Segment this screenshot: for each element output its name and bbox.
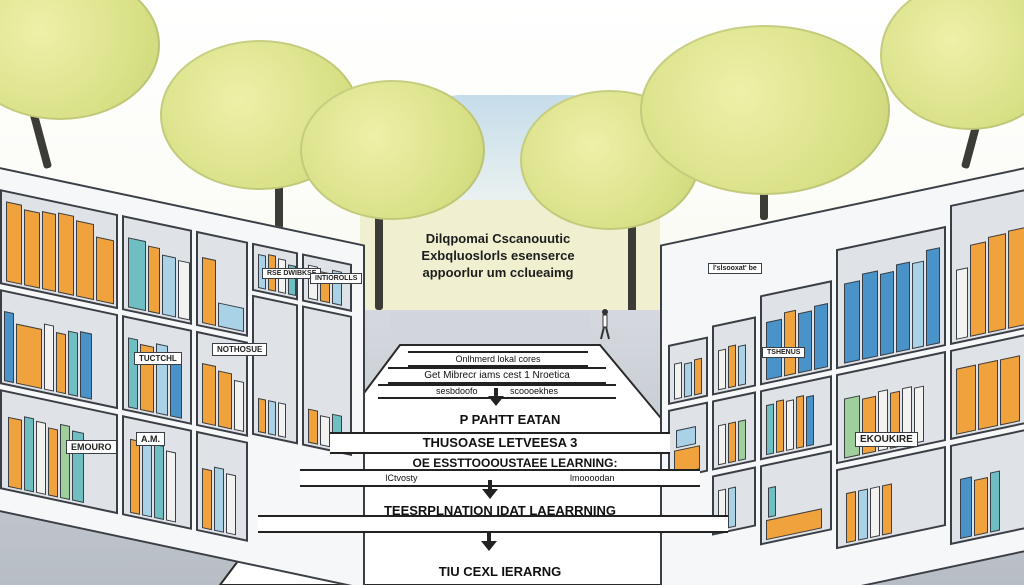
step-text-left: sesbdoofo bbox=[435, 386, 478, 396]
path-step-7: lCtvosty lmoooodan bbox=[300, 469, 700, 487]
down-arrow-icon bbox=[488, 396, 504, 406]
shelf-label: A.M. bbox=[136, 432, 165, 446]
shelf-cell bbox=[196, 230, 248, 337]
path-step-6: OE ESSTTOOOUSTAEE LEARNING: bbox=[412, 456, 618, 470]
shelf-cell bbox=[836, 445, 946, 550]
shelf-cell bbox=[0, 189, 118, 310]
down-arrow-icon bbox=[481, 541, 497, 551]
shelf-cell bbox=[760, 450, 832, 546]
shelf-cell bbox=[122, 315, 192, 425]
shelf-cell bbox=[252, 294, 298, 445]
step-text-left: lCtvosty bbox=[385, 473, 418, 483]
path-step-8: TEESRPLNATION IDAT LAEARRNING bbox=[383, 503, 617, 518]
path-step-1: Onlhmerd lokal cores bbox=[408, 351, 588, 367]
person-figure bbox=[600, 309, 610, 340]
heading-line-3: appoorlur um cclueaimg bbox=[422, 265, 574, 280]
step-text: Onlhmerd lokal cores bbox=[455, 354, 541, 364]
shelf-cell bbox=[668, 336, 708, 406]
path-step-9-band bbox=[258, 515, 728, 533]
shelf-cell bbox=[712, 391, 756, 471]
path-step-5: THUSOASE LETVEESA 3 bbox=[330, 432, 670, 454]
shelf-cell bbox=[122, 215, 192, 325]
path-step-9: TIU CEXL IERARNG bbox=[438, 564, 562, 579]
shelf-label: NOTHOSUE bbox=[212, 343, 268, 356]
shelf-label: l'slsooxat' be bbox=[708, 263, 762, 274]
path-step-2: Get Mibrecr iams cest 1 Nroetica bbox=[388, 367, 606, 384]
arrow-stem bbox=[487, 532, 491, 542]
shelf-cell bbox=[950, 427, 1024, 546]
shelf-cell bbox=[760, 375, 832, 461]
shelf-label: EKOUKIRE bbox=[855, 432, 918, 447]
shelf-label: INTIOROLLS bbox=[310, 273, 363, 284]
heading-line-2: Exbqluoslorls esenserce bbox=[421, 248, 575, 263]
step-text-right: scoooekhes bbox=[510, 386, 559, 396]
shelf-cell bbox=[950, 332, 1024, 441]
shelf-cell bbox=[836, 350, 946, 465]
heading-line-1: Dilqpomai Cscanouutic bbox=[425, 231, 571, 246]
shelf-cell bbox=[196, 430, 248, 542]
shelf-cell bbox=[712, 316, 756, 396]
scene-heading: Dilqpomai Cscanouutic Exbqluoslorls esen… bbox=[398, 230, 598, 281]
shelf-cell bbox=[0, 289, 118, 410]
arrow-stem bbox=[494, 388, 498, 398]
shelf-cell bbox=[950, 187, 1024, 346]
shelf-label: TSHENUS bbox=[762, 347, 806, 358]
shelf-label: TUCTCHL bbox=[134, 352, 182, 365]
arrow-stem bbox=[488, 480, 492, 490]
path-step-4: P PAHTT EATAN bbox=[459, 412, 561, 427]
step-text: THUSOASE LETVEESA 3 bbox=[422, 435, 578, 450]
shelf-cell bbox=[760, 280, 832, 386]
shelf-label: EMOURO bbox=[66, 440, 117, 454]
step-text: Get Mibrecr iams cest 1 Nroetica bbox=[424, 370, 570, 381]
down-arrow-icon bbox=[482, 489, 498, 499]
shelf-cell bbox=[836, 225, 946, 370]
step-text-right: lmoooodan bbox=[569, 473, 615, 483]
